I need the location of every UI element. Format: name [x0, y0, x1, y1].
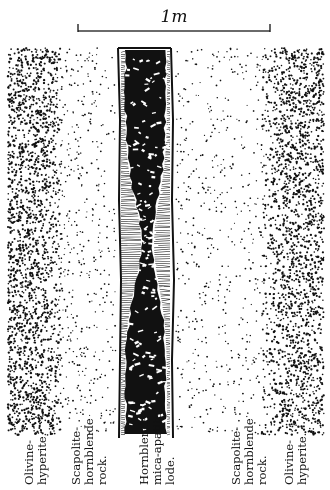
olivine-hyperite-left-stipple	[6, 47, 63, 436]
lode-dark-core	[124, 50, 167, 434]
lode-fibrous-margin	[120, 50, 171, 436]
olivine-hyperite-right-stipple	[260, 47, 325, 436]
label-olivine-hyperite-right: Olivine- hyperite.	[282, 433, 309, 485]
legend-labels: Olivine- hyperite. Scapolite- hornblende…	[22, 408, 309, 485]
label-scapolite-rock-right: Scapolite- hornblende rock.	[229, 415, 269, 485]
lode-right-edge	[170, 47, 176, 439]
lode-white-crystals	[125, 57, 172, 431]
lode-left-edge	[117, 47, 123, 439]
lode-band	[117, 47, 176, 439]
label-olivine-hyperite-left: Olivine- hyperite.	[22, 433, 49, 485]
scapolite-rock-left-stipple	[54, 47, 117, 434]
scapolite-rock-right-stipple	[175, 47, 269, 435]
label-lode-center: Hornblende- mica-apatite lode.	[137, 408, 177, 485]
scale-bar: 1m	[77, 7, 271, 32]
label-scapolite-rock-left: Scapolite- hornblende rock.	[69, 415, 109, 485]
scale-bar-label: 1m	[161, 7, 188, 27]
